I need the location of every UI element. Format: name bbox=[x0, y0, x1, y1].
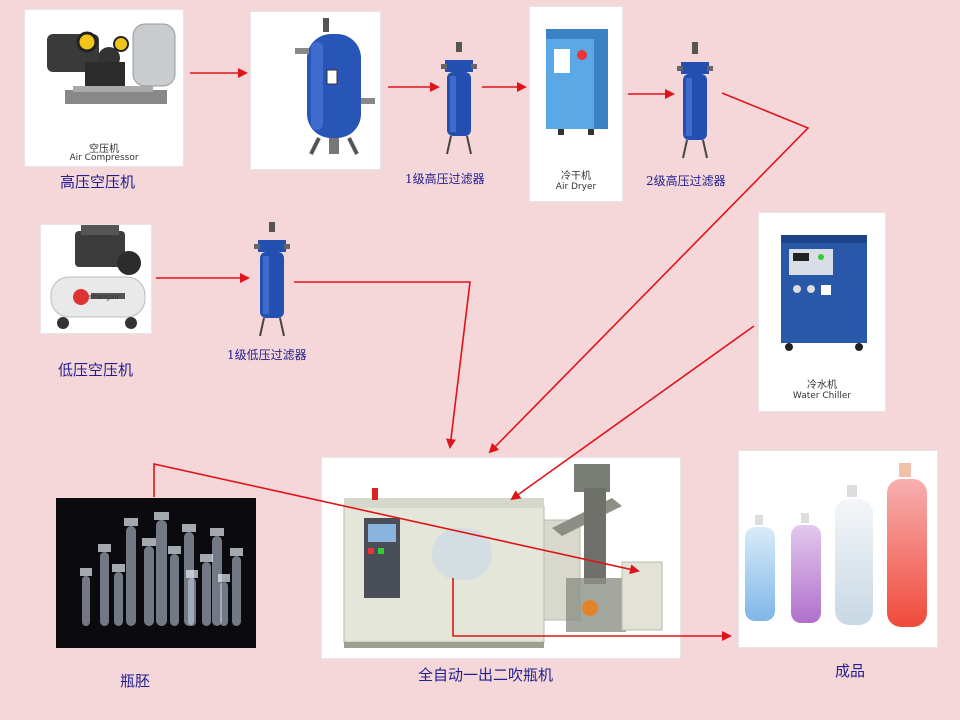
hp-filter-1-label: 1级高压过滤器 bbox=[405, 172, 485, 186]
preform-tube bbox=[210, 528, 224, 626]
preform-tube bbox=[112, 564, 125, 626]
preform-tube bbox=[186, 570, 198, 626]
preform-tube bbox=[80, 568, 92, 626]
air-compressor-caption-cn: 空压机 bbox=[89, 144, 119, 155]
lp-filter-1-image bbox=[254, 222, 290, 337]
air-tank-panel bbox=[250, 11, 381, 170]
lp-compressor-label: 低压空压机 bbox=[58, 361, 134, 379]
air-dryer-caption-cn: 冷干机 bbox=[561, 171, 591, 182]
finished-bottles-image bbox=[745, 463, 927, 627]
preform-tube bbox=[142, 538, 156, 626]
air-dryer-caption-en: Air Dryer bbox=[555, 182, 597, 192]
hp-filter-2-label: 2级高压过滤器 bbox=[646, 174, 726, 188]
water-chiller-caption-en: Water Chiller bbox=[792, 391, 852, 401]
air-tank-image bbox=[295, 18, 375, 155]
preform-tube bbox=[230, 548, 243, 626]
arrow-lp-filter-to-blow-machine bbox=[294, 281, 471, 449]
water-chiller-caption-cn: 冷水机 bbox=[807, 380, 837, 391]
air-dryer-image bbox=[546, 29, 608, 135]
lp-compressor-image bbox=[50, 225, 146, 329]
hp-filter-1-image bbox=[441, 42, 477, 155]
preform-tube bbox=[168, 546, 181, 626]
water-chiller-panel: 冷水机 Water Chiller bbox=[758, 212, 886, 412]
arrow-preforms-to-blow-machine bbox=[153, 463, 640, 575]
preform-tube bbox=[124, 518, 138, 626]
air-compressor-panel: 空压机 Air Compressor bbox=[24, 9, 184, 167]
air-compressor-caption-en: Air Compressor bbox=[69, 153, 139, 163]
hp-filter-1-panel bbox=[441, 42, 477, 162]
water-chiller-image bbox=[781, 235, 867, 351]
hp-filter-2-image bbox=[677, 42, 713, 159]
finished-bottles-panel bbox=[738, 450, 938, 648]
arrow-hp-filter-2-to-blow-machine bbox=[488, 92, 810, 454]
lp-filter-1-panel bbox=[254, 222, 290, 340]
preform-tube bbox=[98, 544, 111, 626]
air-compressor-image bbox=[47, 23, 176, 104]
hp-filter-2-panel bbox=[677, 42, 713, 162]
blow-machine-label: 全自动一出二吹瓶机 bbox=[418, 666, 554, 684]
air-dryer-panel: 冷干机 Air Dryer bbox=[529, 6, 623, 202]
blow-machine-panel bbox=[321, 457, 681, 659]
preform-tube bbox=[218, 574, 230, 626]
hp-compressor-label: 高压空压机 bbox=[60, 173, 136, 191]
lp-filter-1-label: 1级低压过滤器 bbox=[227, 348, 307, 362]
arrow-blow-machine-to-finished bbox=[452, 578, 732, 641]
preforms-label: 瓶胚 bbox=[120, 672, 151, 690]
preforms-panel bbox=[56, 498, 256, 648]
preform-tube bbox=[200, 554, 213, 626]
arrow-chiller-to-blow-machine bbox=[510, 325, 755, 501]
finished-label: 成品 bbox=[835, 662, 866, 680]
lp-compressor-brand: shangair bbox=[89, 293, 120, 301]
preform-tube bbox=[154, 512, 169, 626]
preforms-image bbox=[80, 512, 243, 626]
lp-compressor-panel: shangair bbox=[40, 224, 152, 334]
